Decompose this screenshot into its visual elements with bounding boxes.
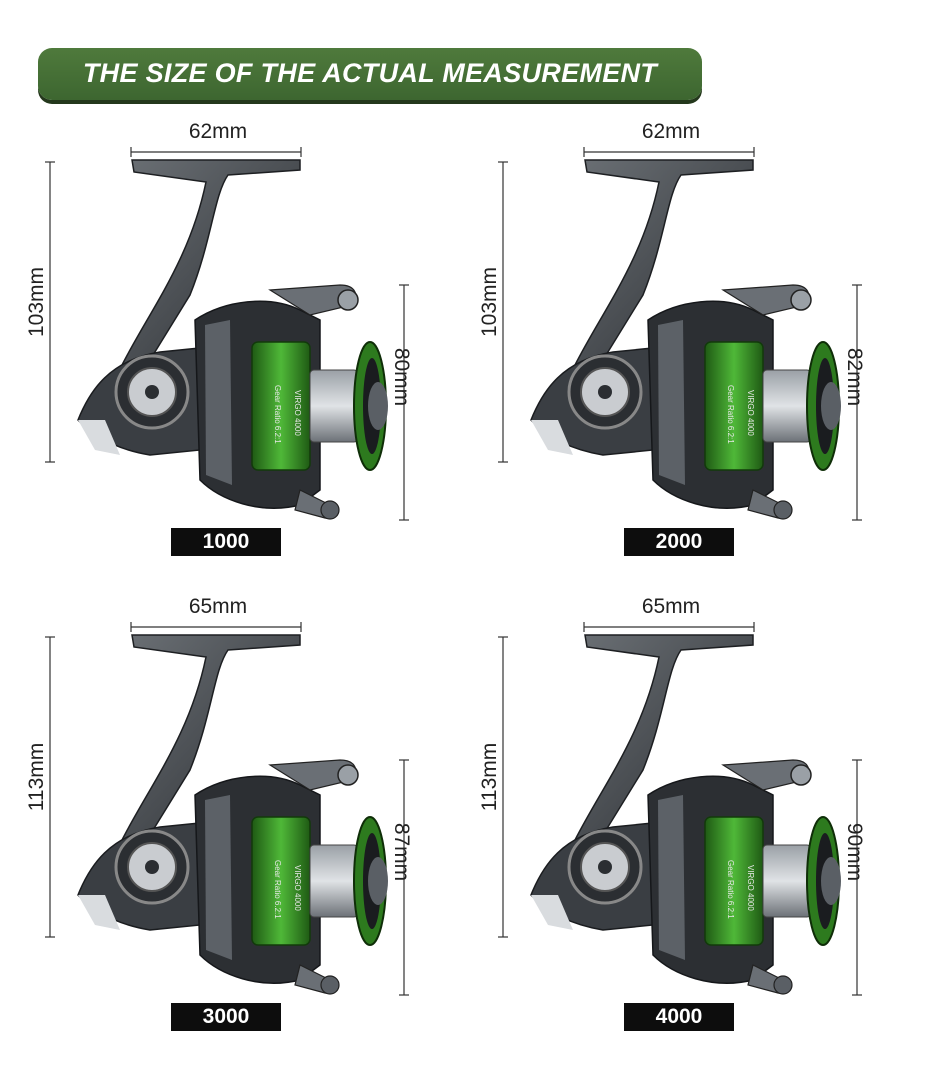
- model-tag: 4000: [624, 1003, 734, 1031]
- banner-title: THE SIZE OF THE ACTUAL MEASUREMENT: [82, 58, 658, 88]
- reel-spool: VIRGO 4000 Gear Ratio 6.2:1: [704, 341, 841, 471]
- spool-ratio-text: Gear Ratio 6.2:1: [273, 860, 282, 919]
- reel-illustration: VIRGO 4000 Gear Ratio 6.2:1: [498, 622, 862, 996]
- depth-label: 87mm: [390, 822, 413, 882]
- model-tag: 3000: [171, 1003, 281, 1031]
- reel-card-4000: VIRGO 4000 Gear Ratio 6.2:1 65mm 113mm 9…: [453, 595, 903, 1045]
- width-label: 65mm: [188, 595, 248, 618]
- reel-spool: VIRGO 4000 Gear Ratio 6.2:1: [251, 816, 388, 946]
- spool-ratio-text: Gear Ratio 6.2:1: [273, 385, 282, 444]
- height-label: 113mm: [25, 742, 48, 812]
- reel-spool: VIRGO 4000 Gear Ratio 6.2:1: [251, 341, 388, 471]
- title-banner: THE SIZE OF THE ACTUAL MEASUREMENT: [38, 48, 702, 100]
- spool-brand-text: VIRGO 4000: [746, 390, 755, 436]
- reel-spool: VIRGO 4000 Gear Ratio 6.2:1: [704, 816, 841, 946]
- spool-brand-text: VIRGO 4000: [293, 390, 302, 436]
- depth-label: 80mm: [390, 347, 413, 407]
- model-tag: 1000: [171, 528, 281, 556]
- model-tag: 2000: [624, 528, 734, 556]
- height-label: 113mm: [478, 742, 501, 812]
- spool-brand-text: VIRGO 4000: [746, 865, 755, 911]
- dimension-lines: [45, 622, 409, 996]
- height-label: 103mm: [478, 266, 501, 338]
- reel-card-3000: VIRGO 4000 Gear Ratio 6.2:1 65mm 113mm 8…: [0, 595, 450, 1045]
- dimension-lines: [45, 147, 409, 521]
- width-label: 62mm: [188, 120, 248, 143]
- dimension-lines: [498, 622, 862, 996]
- spool-ratio-text: Gear Ratio 6.2:1: [726, 860, 735, 919]
- reel-card-1000: VIRGO 4000 Gear Ratio 6.2:1 62mm 103mm 8…: [0, 120, 450, 570]
- depth-label: 82mm: [843, 347, 866, 407]
- dimension-lines: [498, 147, 862, 521]
- height-label: 103mm: [25, 266, 48, 338]
- depth-label: 90mm: [843, 822, 866, 882]
- reel-illustration: VIRGO 4000 Gear Ratio 6.2:1: [498, 147, 862, 521]
- reel-card-2000: VIRGO 4000 Gear Ratio 6.2:1 62mm 103mm 8…: [453, 120, 903, 570]
- width-label: 62mm: [641, 120, 701, 143]
- spool-brand-text: VIRGO 4000: [293, 865, 302, 911]
- width-label: 65mm: [641, 595, 701, 618]
- spool-ratio-text: Gear Ratio 6.2:1: [726, 385, 735, 444]
- reel-illustration: VIRGO 4000 Gear Ratio 6.2:1: [45, 622, 409, 996]
- reel-illustration: VIRGO 4000 Gear Ratio 6.2:1: [45, 147, 409, 521]
